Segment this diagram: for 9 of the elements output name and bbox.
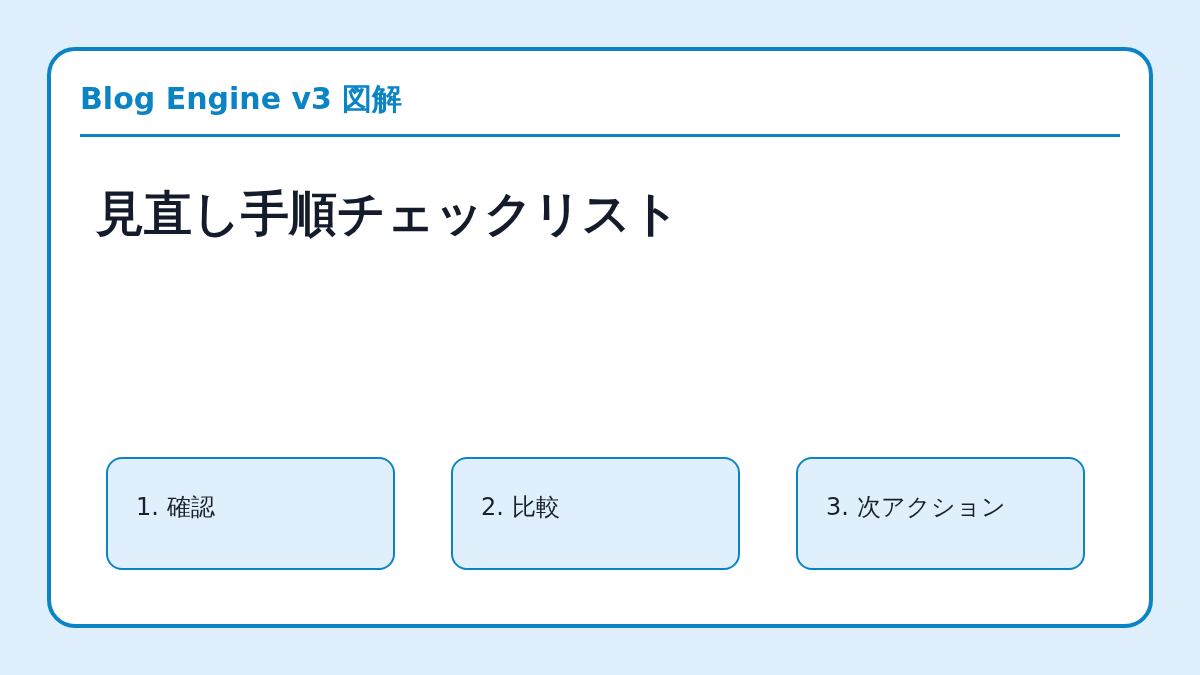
card-panel [47,47,1153,628]
step-label: 1. 確認 [136,492,215,522]
step-card [106,457,395,570]
step-label: 2. 比較 [481,492,560,522]
header-text: Blog Engine v3 図解 [80,81,403,117]
step-card [451,457,740,570]
step-card [796,457,1085,570]
step-label: 3. 次アクション [826,492,1006,522]
page-title: 見直し手順チェックリスト [96,184,680,242]
